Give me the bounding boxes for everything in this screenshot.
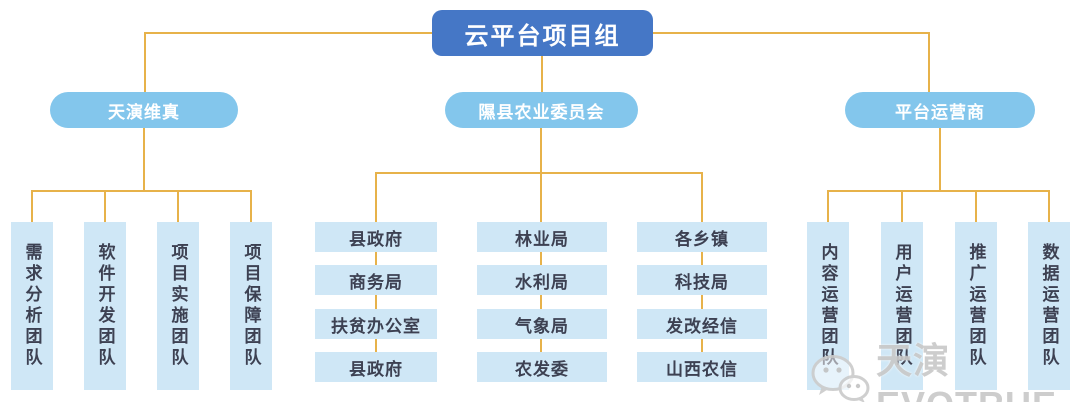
leaf-block: 商务局 — [315, 265, 437, 295]
connector-line — [701, 339, 703, 352]
team-card-promotion-operations: 推广运营团队 — [955, 222, 997, 390]
connector-line — [541, 56, 543, 92]
team-card-project-support: 项目保障团队 — [230, 222, 272, 390]
team-label: 软件开发团队 — [95, 243, 115, 369]
connector-line — [104, 190, 106, 222]
leaf-block: 农发委 — [477, 352, 607, 382]
connector-line — [975, 190, 977, 222]
leaf-block: 各乡镇 — [637, 222, 767, 252]
branch-node-xixian-agriculture-committee: 隰县农业委员会 — [445, 92, 638, 128]
connector-line — [701, 295, 703, 309]
team-label: 推广运营团队 — [966, 243, 986, 369]
connector-line — [653, 32, 929, 34]
connector-line — [143, 128, 145, 190]
connector-line — [701, 252, 703, 265]
connector-line — [177, 190, 179, 222]
leaf-block: 水利局 — [477, 265, 607, 295]
connector-line — [375, 172, 703, 174]
connector-line — [145, 32, 432, 34]
connector-line — [928, 32, 930, 92]
watermark-brand-text: 天演EVOTRUE — [876, 340, 1056, 402]
connector-line — [250, 190, 252, 222]
connector-line — [701, 172, 703, 222]
team-card-project-implementation: 项目实施团队 — [157, 222, 199, 390]
team-label: 项目保障团队 — [241, 243, 261, 369]
connector-line — [827, 190, 829, 222]
connector-line — [901, 190, 903, 222]
branch-node-platform-operator: 平台运营商 — [845, 92, 1035, 128]
leaf-block: 县政府 — [315, 222, 437, 252]
connector-line — [375, 252, 377, 265]
connector-line — [939, 128, 941, 190]
connector-line — [540, 339, 542, 352]
team-card-data-operations: 数据运营团队 — [1028, 222, 1070, 390]
leaf-block: 县政府 — [315, 352, 437, 382]
connector-line — [827, 190, 1049, 192]
team-card-user-operations: 用户运营团队 — [881, 222, 923, 390]
branch-node-tianyan-weizhen: 天演维真 — [50, 92, 238, 128]
connector-line — [31, 190, 33, 222]
watermark: 天演EVOTRUE — [810, 332, 1080, 402]
connector-line — [375, 339, 377, 352]
leaf-block: 扶贫办公室 — [315, 309, 437, 339]
team-label: 用户运营团队 — [892, 243, 912, 369]
connector-line — [31, 190, 252, 192]
leaf-block: 山西农信 — [637, 352, 767, 382]
team-card-requirements-analysis: 需求分析团队 — [11, 222, 53, 390]
team-label: 内容运营团队 — [818, 243, 838, 369]
connector-line — [375, 172, 377, 222]
team-label: 数据运营团队 — [1039, 243, 1059, 369]
connector-line — [144, 32, 146, 92]
wechat-icon — [811, 355, 870, 402]
connector-line — [375, 295, 377, 309]
connector-line — [540, 128, 542, 172]
connector-line — [540, 295, 542, 309]
team-label: 需求分析团队 — [22, 243, 42, 369]
connector-line — [540, 252, 542, 265]
connector-line — [1048, 190, 1050, 222]
team-card-software-development: 软件开发团队 — [84, 222, 126, 390]
leaf-block: 发改经信 — [637, 309, 767, 339]
root-node-cloud-platform-group: 云平台项目组 — [432, 10, 653, 56]
leaf-block: 科技局 — [637, 265, 767, 295]
leaf-block: 气象局 — [477, 309, 607, 339]
team-label: 项目实施团队 — [168, 243, 188, 369]
connector-line — [540, 172, 542, 222]
leaf-block: 林业局 — [477, 222, 607, 252]
